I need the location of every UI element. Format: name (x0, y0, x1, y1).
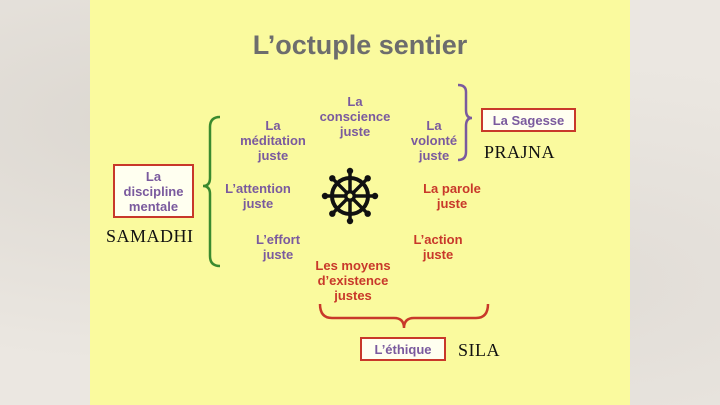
box-ethique: L’éthique (360, 337, 446, 361)
path-label-effort: L’effort juste (255, 232, 301, 262)
path-label-conscience: La conscience juste (319, 94, 391, 139)
sagesse-bracket (457, 83, 473, 162)
box-sagesse: La Sagesse (481, 108, 576, 132)
dharma-wheel-icon (321, 167, 379, 225)
box-discipline: La discipline mentale (113, 164, 194, 218)
path-label-volonte: La volonté juste (410, 118, 458, 163)
path-label-parole: La parole juste (423, 181, 481, 211)
path-label-attention: L’attention juste (225, 181, 291, 211)
slide-title: L’octuple sentier (252, 30, 468, 60)
ethique-bracket (318, 303, 490, 329)
discipline-bracket (202, 115, 221, 268)
path-label-action: L’action juste (413, 232, 463, 262)
label-samadhi: SAMADHI (106, 226, 194, 246)
label-prajna: PRAJNA (484, 142, 556, 162)
path-label-meditation: La méditation juste (240, 118, 306, 163)
label-sila: SILA (458, 340, 500, 360)
path-label-moyens: Les moyens d’existence justes (315, 258, 391, 303)
